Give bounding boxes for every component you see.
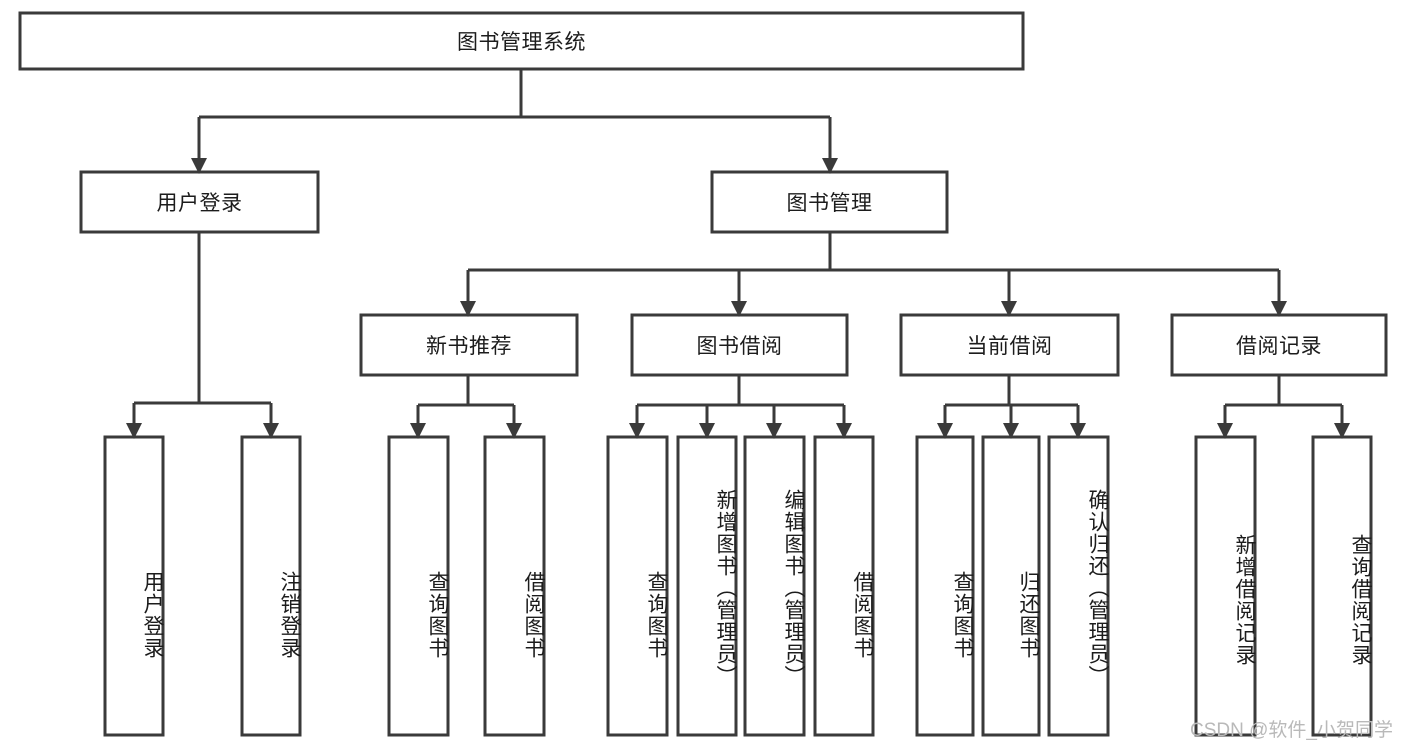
connector-newbook-to-leaves — [410, 375, 522, 439]
connector-borrowrecord-to-leaves — [1217, 375, 1350, 439]
node-box-new-book-recommend[interactable] — [359, 313, 579, 377]
node-box-book-borrow[interactable] — [630, 313, 849, 377]
node-box-leaf-add-book-admin[interactable] — [676, 435, 738, 737]
node-box-leaf-query-book-borrow[interactable] — [606, 435, 669, 737]
connector-bookmgmt-to-level2 — [460, 232, 1287, 317]
node-box-leaf-logout[interactable] — [240, 435, 302, 737]
connector-bookborrow-to-leaves — [629, 375, 852, 439]
node-box-leaf-query-book-recommend[interactable] — [387, 435, 450, 737]
node-box-leaf-query-book-current[interactable] — [915, 435, 975, 737]
node-box-root[interactable] — [18, 11, 1025, 71]
connector-root-to-level1 — [191, 69, 838, 174]
node-box-leaf-borrow-book-recommend[interactable] — [483, 435, 546, 737]
node-box-book-management[interactable] — [710, 170, 949, 234]
node-box-leaf-borrow-book[interactable] — [813, 435, 875, 737]
node-box-current-borrow[interactable] — [899, 313, 1120, 377]
connector-currentborrow-to-leaves — [937, 375, 1086, 439]
connector-userlogin-to-leaves — [126, 232, 279, 439]
node-box-leaf-add-borrow-record[interactable] — [1194, 435, 1257, 737]
node-box-leaf-query-borrow-record[interactable] — [1311, 435, 1373, 737]
node-box-user-login[interactable] — [79, 170, 320, 234]
node-box-leaf-edit-book-admin[interactable] — [743, 435, 806, 737]
node-box-leaf-return-book[interactable] — [981, 435, 1041, 737]
node-box-borrow-record[interactable] — [1170, 313, 1388, 377]
node-box-leaf-user-login[interactable] — [103, 435, 165, 737]
node-box-leaf-confirm-return-admin[interactable] — [1047, 435, 1110, 737]
